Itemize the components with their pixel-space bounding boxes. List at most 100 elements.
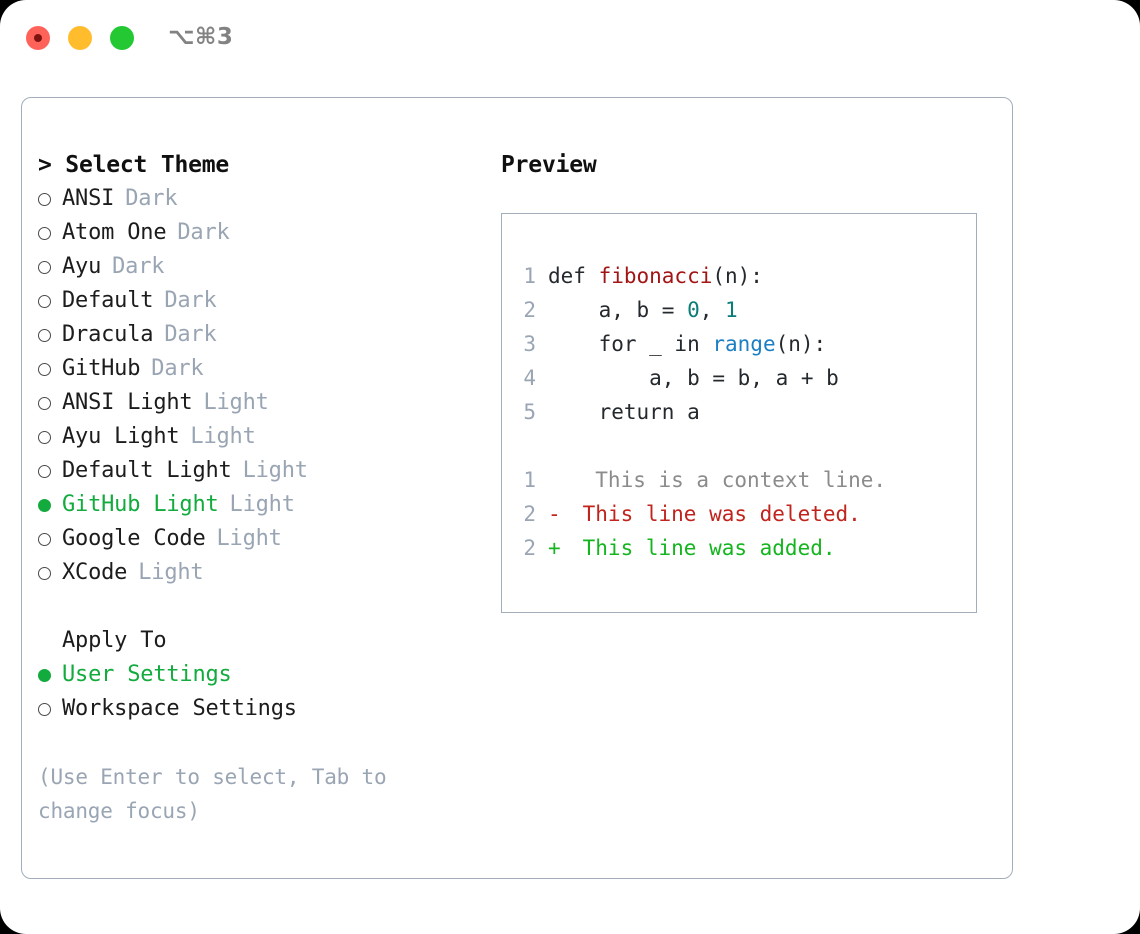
radio-empty-icon [38, 430, 51, 444]
theme-option-variant-tag: Dark [112, 254, 165, 279]
theme-option-default-light[interactable]: Default Light Light [38, 454, 468, 488]
radio-empty-icon [38, 260, 51, 274]
code-line-content: a, b = 0, 1 [548, 293, 738, 327]
radio-empty-icon [38, 328, 51, 342]
theme-option-atom-one[interactable]: Atom One Dark [38, 216, 468, 250]
code-line: 5 return a [514, 395, 886, 429]
select-theme-heading: > Select Theme [38, 152, 230, 178]
code-token-num: 1 [725, 298, 738, 322]
diff-marker: - [548, 502, 561, 526]
code-line: 1 def fibonacci(n): [514, 259, 886, 293]
list-spacer [38, 590, 468, 624]
code-line-number: 3 [523, 332, 536, 356]
theme-option-label: XCode [62, 560, 128, 585]
code-line-content: for _ in range(n): [548, 327, 827, 361]
code-line-number: 5 [523, 400, 536, 424]
code-line-content: def fibonacci(n): [548, 259, 763, 293]
code-token-plain: def [548, 264, 599, 288]
theme-option-variant-tag: Light [229, 492, 295, 517]
keyboard-hint-text: (Use Enter to select, Tab to change focu… [38, 765, 387, 823]
minimize-button[interactable] [68, 26, 92, 50]
theme-option-variant-tag: Light [216, 526, 282, 551]
radio-empty-icon [38, 362, 51, 376]
radio-empty-icon [38, 192, 51, 206]
theme-option-github-light[interactable]: GitHub Light Light [38, 488, 468, 522]
diff-line: 2+ This line was added. [514, 531, 886, 565]
diff-line-content: This line was added. [570, 536, 836, 560]
code-token-plain: (n): [712, 264, 763, 288]
window-controls [26, 26, 134, 50]
code-line-number: 2 [523, 298, 536, 322]
code-line-number: 1 [523, 264, 536, 288]
code-token-num: 0 [687, 298, 700, 322]
theme-option-label: Dracula [62, 322, 154, 347]
theme-option-ansi-light[interactable]: ANSI Light Light [38, 386, 468, 420]
code-line-number: 2 [523, 536, 536, 560]
theme-option-variant-tag: Light [242, 458, 308, 483]
code-token-plain: (n): [775, 332, 827, 356]
theme-option-label: GitHub [62, 356, 141, 381]
diff-line-content: This is a context line. [570, 468, 887, 492]
theme-option-variant-tag: Dark [177, 220, 230, 245]
radio-empty-icon [38, 464, 51, 478]
theme-option-default[interactable]: Default Dark [38, 284, 468, 318]
code-token-fn: fibonacci [598, 264, 713, 288]
radio-empty-icon [38, 532, 51, 546]
radio-selected-icon [38, 668, 51, 682]
theme-option-label: ANSI [62, 186, 115, 211]
title-bar: ⌥⌘3 [0, 0, 1140, 78]
theme-option-variant-tag: Light [138, 560, 204, 585]
radio-empty-icon [38, 702, 51, 716]
code-line-content: a, b = b, a + b [548, 361, 839, 395]
code-line-number: 2 [523, 502, 536, 526]
code-token-plain: a, b = b, a + b [548, 366, 839, 390]
close-button[interactable] [26, 26, 50, 50]
apply-to-option-workspace-settings[interactable]: Workspace Settings [38, 692, 468, 726]
theme-option-xcode[interactable]: XCode Light [38, 556, 468, 590]
theme-option-github[interactable]: GitHub Dark [38, 352, 468, 386]
apply-to-option-label: Workspace Settings [62, 696, 297, 721]
diff-line-content: This line was deleted. [570, 502, 861, 526]
radio-empty-icon [38, 566, 51, 580]
theme-option-label: Google Code [62, 526, 206, 551]
theme-option-label: Default [62, 288, 154, 313]
radio-empty-icon [38, 396, 51, 410]
apply-to-option-label: User Settings [62, 662, 232, 687]
code-token-plain: return a [548, 400, 700, 424]
code-line-content: return a [548, 395, 700, 429]
theme-option-variant-tag: Dark [164, 288, 217, 313]
apply-to-heading: Apply To [62, 628, 167, 653]
theme-option-variant-tag: Light [203, 390, 269, 415]
theme-option-variant-tag: Dark [151, 356, 204, 381]
diff-line: 1 This is a context line. [514, 463, 886, 497]
theme-option-label: Default Light [62, 458, 232, 483]
theme-option-variant-tag: Light [190, 424, 256, 449]
code-line: 3 for _ in range(n): [514, 327, 886, 361]
code-token-plain: for _ in [548, 332, 713, 356]
code-line: 4 a, b = b, a + b [514, 361, 886, 395]
code-line: 2 a, b = 0, 1 [514, 293, 886, 327]
code-token-plain: , [699, 298, 726, 322]
apply-to-option-user-settings[interactable]: User Settings [38, 658, 468, 692]
maximize-button[interactable] [110, 26, 134, 50]
theme-option-google-code[interactable]: Google Code Light [38, 522, 468, 556]
theme-option-label: Atom One [62, 220, 167, 245]
diff-line: 2- This line was deleted. [514, 497, 886, 531]
theme-option-label: ANSI Light [62, 390, 193, 415]
radio-empty-icon [38, 226, 51, 240]
code-blank-separator [514, 429, 886, 463]
preview-heading: Preview [501, 152, 597, 178]
theme-option-label: GitHub Light [62, 492, 219, 517]
radio-selected-icon [38, 498, 51, 512]
code-line-number: 4 [523, 366, 536, 390]
